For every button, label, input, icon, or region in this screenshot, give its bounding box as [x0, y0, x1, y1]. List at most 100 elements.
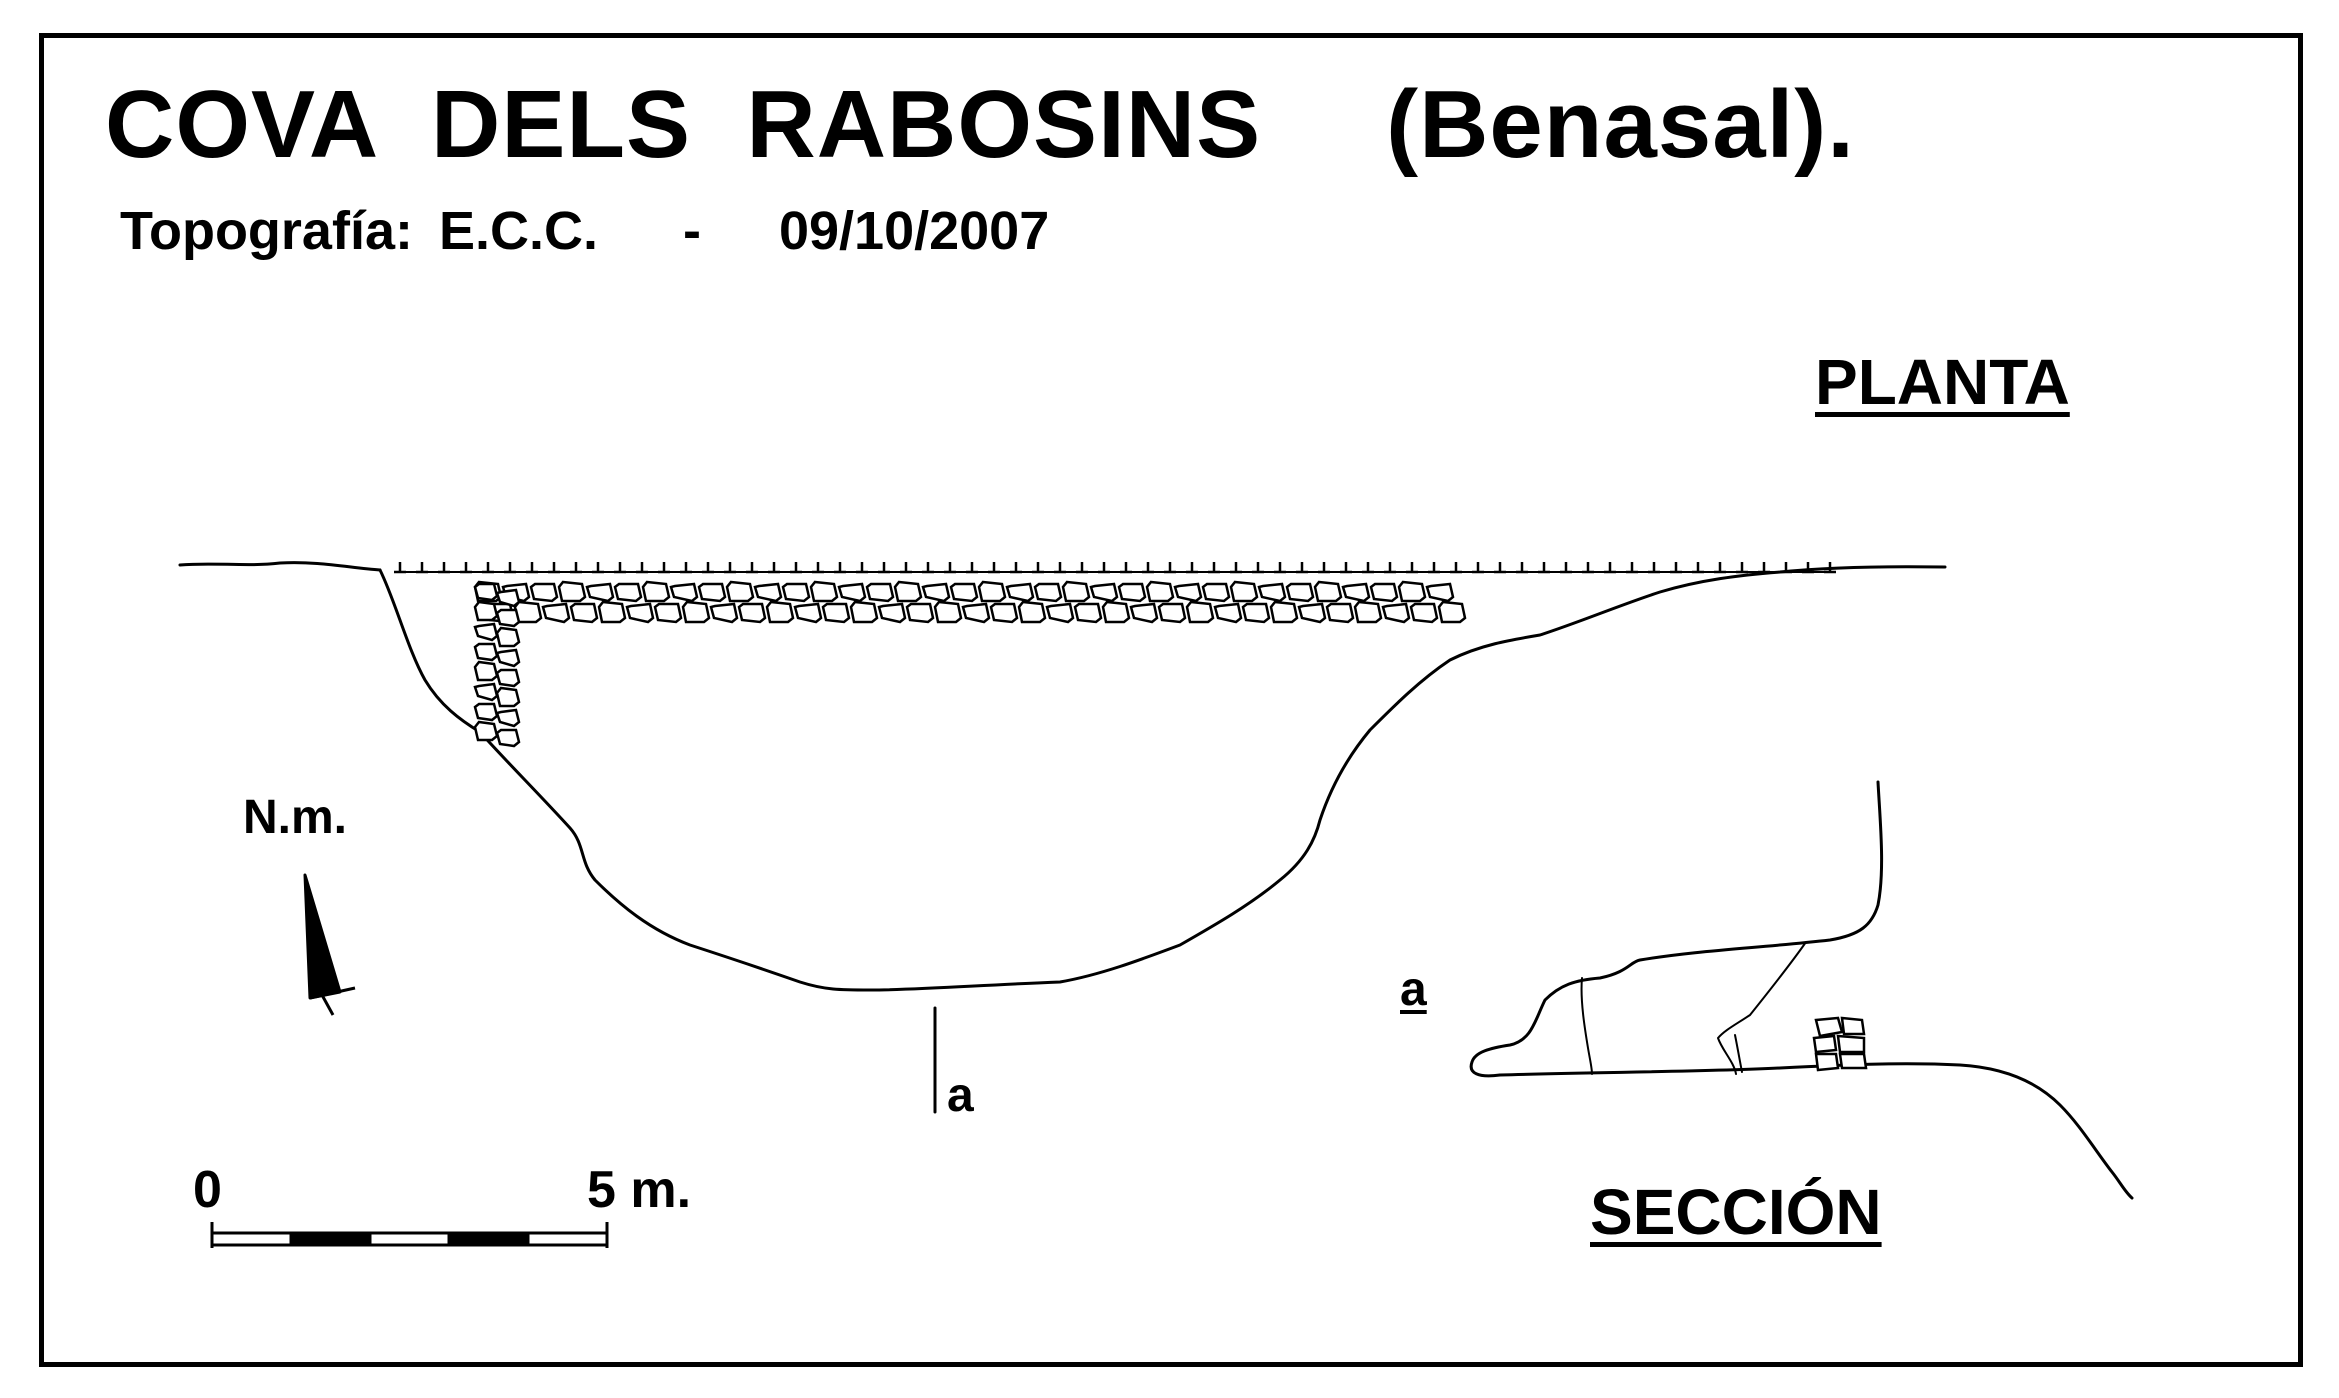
survey-author: E.C.C.	[438, 201, 598, 261]
wall-stone	[1201, 582, 1231, 603]
wall-stone	[877, 602, 907, 624]
wall-stone	[681, 600, 711, 624]
wall-stone	[961, 602, 991, 624]
surface-tick	[1560, 562, 1572, 574]
surface-tick	[1626, 562, 1638, 574]
surface-tick	[1032, 562, 1044, 574]
wall-stone	[513, 600, 543, 624]
surface-tick	[1538, 562, 1550, 574]
surface-tick	[724, 562, 736, 574]
wall-stone	[473, 600, 499, 622]
wall-stone	[529, 582, 559, 603]
section-crack-2	[1717, 941, 1807, 1075]
wall-stone	[753, 582, 783, 603]
section-crack-3	[1734, 1034, 1743, 1073]
wall-stone	[473, 642, 499, 662]
wall-stone	[1297, 602, 1327, 624]
surface-tick	[944, 562, 956, 574]
surface-tick	[702, 562, 714, 574]
surface-tick	[1076, 562, 1088, 574]
wall-stone	[781, 582, 811, 603]
wall-stone	[793, 602, 823, 624]
section-view-label: SECCIÓN	[1590, 1176, 1882, 1248]
surface-tick	[482, 562, 494, 574]
wall-stone	[1425, 582, 1455, 603]
wall-stone	[1045, 602, 1075, 624]
wall-stone	[495, 608, 521, 628]
wall-stone	[495, 668, 521, 688]
surface-tick	[1472, 562, 1484, 574]
wall-stone	[473, 720, 499, 742]
wall-stone	[1145, 580, 1175, 603]
wall-stone	[1285, 582, 1315, 603]
wall-stone	[1073, 602, 1103, 624]
surface-tick	[1450, 562, 1462, 574]
surface-tick	[548, 562, 560, 574]
wall-stone	[709, 602, 739, 624]
surface-tick	[1582, 562, 1594, 574]
surface-tick	[658, 562, 670, 574]
wall-stone	[569, 602, 599, 624]
wall-stone	[557, 580, 587, 603]
surface-tick	[1230, 562, 1242, 574]
surface-tick	[1516, 562, 1528, 574]
north-arrow-icon	[303, 873, 356, 1016]
wall-stone	[641, 580, 671, 603]
surface-tick	[922, 562, 934, 574]
surface-tick	[526, 562, 538, 574]
plan-cave-outline	[378, 565, 1947, 992]
surface-tick	[592, 562, 604, 574]
wall-stone	[1129, 602, 1159, 624]
surface-tick	[1208, 562, 1220, 574]
section-marker-label: a	[1400, 963, 1427, 1016]
wall-stone	[949, 582, 979, 603]
wall-stone	[977, 580, 1007, 603]
surface-tick	[570, 562, 582, 574]
survey-credits: Topografía:E.C.C.-09/10/2007	[120, 200, 1049, 262]
surface-tick	[812, 562, 824, 574]
wall-stone	[837, 582, 867, 603]
surface-tick	[1186, 562, 1198, 574]
wall-stone	[1341, 582, 1371, 603]
wall-stone	[865, 582, 895, 603]
wall-stone	[473, 622, 499, 642]
surface-tick	[1692, 562, 1704, 574]
wall-stone	[495, 648, 521, 668]
surface-ticks	[394, 562, 1836, 574]
plan-view-label: PLANTA	[1815, 346, 2070, 418]
surface-tick	[1714, 562, 1726, 574]
wall-stone	[1101, 600, 1131, 624]
surface-tick	[768, 562, 780, 574]
wall-stone	[1409, 602, 1439, 624]
wall-stone	[473, 660, 499, 682]
section-wall-stones	[1812, 1016, 1868, 1072]
wall-stone	[1005, 582, 1035, 603]
surface-tick	[900, 562, 912, 574]
surface-tick	[1406, 562, 1418, 574]
wall-stone	[989, 602, 1019, 624]
surface-tick	[988, 562, 1000, 574]
wall-stone	[669, 582, 699, 603]
section-view-drawing	[1469, 780, 2134, 1200]
wall-stone	[1017, 600, 1047, 624]
surface-tick	[1274, 562, 1286, 574]
wall-stone	[1353, 600, 1383, 624]
surface-tick	[856, 562, 868, 574]
surface-tick	[1736, 562, 1748, 574]
wall-stone	[613, 582, 643, 603]
surface-tick	[1648, 562, 1660, 574]
surface-tick	[1164, 562, 1176, 574]
survey-label: Topografía:	[120, 201, 413, 261]
wall-stone	[1173, 582, 1203, 603]
wall-stone	[473, 702, 499, 722]
wall-stone	[1061, 580, 1091, 603]
surface-tick	[1802, 562, 1814, 574]
wall-stone	[1437, 600, 1467, 624]
wall-stone	[1241, 602, 1271, 624]
surface-tick	[636, 562, 648, 574]
wall-stone	[495, 626, 521, 648]
wall-stone	[1257, 582, 1287, 603]
surface-tick	[614, 562, 626, 574]
surface-tick	[1758, 562, 1770, 574]
wall-stone	[697, 582, 727, 603]
